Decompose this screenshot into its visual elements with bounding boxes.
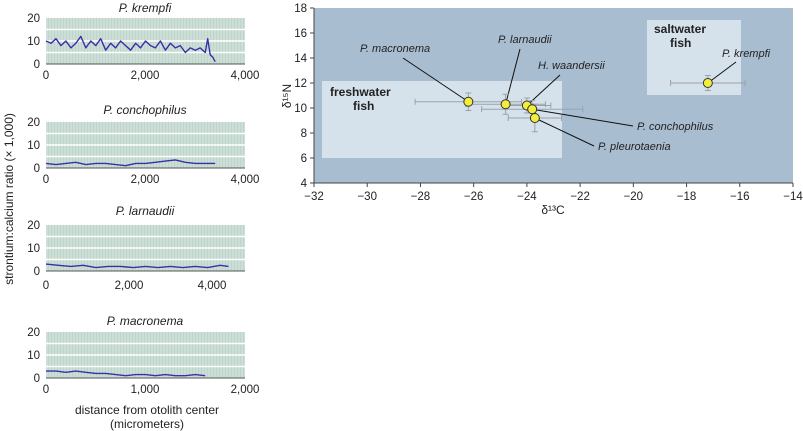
x-tick-label: 2,000 xyxy=(131,70,160,82)
series-line xyxy=(45,263,229,269)
y-tick-label: 10 xyxy=(27,140,40,152)
series-line-path xyxy=(45,159,216,167)
y-tick-label: 10 xyxy=(27,243,40,255)
point-label: H. waandersii xyxy=(538,60,605,72)
panel-title: P. conchophilus xyxy=(103,103,186,117)
y-tick-label: 4 xyxy=(301,178,308,190)
x-tick-label: 1,000 xyxy=(131,384,160,396)
y-tick-label: 8 xyxy=(301,128,307,140)
series-line xyxy=(46,370,206,377)
point-label: P. conchophilus xyxy=(637,121,714,133)
region-freshwater xyxy=(322,81,562,158)
x-tick-label: −32 xyxy=(304,191,324,203)
series-line xyxy=(45,35,216,63)
y-tick-label: 10 xyxy=(27,350,40,362)
series-line-path xyxy=(45,35,216,63)
x-tick-label: 0 xyxy=(43,174,49,186)
y-axis-label: δ¹⁵N xyxy=(280,84,294,108)
data-point xyxy=(500,99,511,110)
x-tick-label: −24 xyxy=(517,191,537,203)
x-tick-label: −30 xyxy=(357,191,377,203)
x-tick-label: 0 xyxy=(43,70,49,82)
x-ticks: −32 −30 −28 −26 −24 −22 −20 −18 −16 −14 xyxy=(304,183,803,203)
x-tick-label: −16 xyxy=(730,191,750,203)
y-tick-label: 0 xyxy=(34,373,40,385)
y-ticks: 4 6 8 10 12 14 16 18 xyxy=(294,3,314,190)
shared-x-axis-label-line1: distance from otolith center xyxy=(75,403,219,417)
data-point xyxy=(529,113,540,123)
leader-line xyxy=(505,48,521,105)
data-points xyxy=(414,75,746,133)
data-point xyxy=(463,96,474,107)
point-label: P. pleurotaenia xyxy=(598,141,671,153)
panel-title: P. krempfi xyxy=(119,1,172,15)
y-tick-label: 10 xyxy=(294,103,307,115)
x-tick-label: −26 xyxy=(464,191,484,203)
y-tick-label: 20 xyxy=(27,220,40,232)
y-tick-label: 10 xyxy=(27,36,40,48)
panel-title: P. macronema xyxy=(107,314,184,328)
leader-line xyxy=(402,57,469,103)
data-point xyxy=(702,78,713,88)
shared-y-axis-label: strontium:calcium ratio (× 1,000) xyxy=(2,113,16,285)
leader-line xyxy=(532,108,634,127)
gridlines xyxy=(46,342,245,368)
x-tick-label: 2,000 xyxy=(115,280,144,292)
region-label-freshwater: freshwater xyxy=(330,85,391,99)
line-chart-macronema: P. macronema 0 10 20 0 1,000 2,000 xyxy=(27,314,259,396)
line-chart-larnaudii: P. larnaudii 0 10 20 0 2,000 4,000 xyxy=(27,204,245,292)
leader-line xyxy=(534,117,595,147)
y-tick-label: 20 xyxy=(27,327,40,339)
x-tick-label: 4,000 xyxy=(231,174,260,186)
shared-x-axis-label-line2: (micrometers) xyxy=(110,417,184,431)
x-tick-label: 2,000 xyxy=(231,384,260,396)
y-tick-label: 14 xyxy=(294,53,307,65)
x-tick-label: 2,000 xyxy=(131,174,160,186)
x-axis-label: δ¹³C xyxy=(541,203,565,217)
region-label-freshwater-2: fish xyxy=(353,99,374,113)
x-tick-label: 0 xyxy=(43,384,49,396)
region-label-saltwater-2: fish xyxy=(670,36,691,50)
point-label: P. macronema xyxy=(360,43,430,55)
y-tick-label: 0 xyxy=(34,163,40,175)
x-tick-label: −22 xyxy=(570,191,590,203)
y-tick-label: 0 xyxy=(34,59,40,71)
y-tick-label: 6 xyxy=(301,153,307,165)
point-label: P. larnaudii xyxy=(498,34,552,46)
x-tick-label: 4,000 xyxy=(198,280,227,292)
gridlines xyxy=(46,235,245,261)
line-chart-krempfi: P. krempfi 0 10 20 0 2,000 4,000 xyxy=(27,1,259,82)
gridlines xyxy=(46,132,245,158)
region-label-saltwater: saltwater xyxy=(654,22,706,36)
x-tick-label: −28 xyxy=(411,191,431,203)
isotope-scatter-chart: freshwater fish saltwater fish −32 −30 −28… xyxy=(280,3,803,217)
y-tick-label: 12 xyxy=(294,78,307,90)
x-tick-label: −14 xyxy=(783,191,803,203)
y-tick-label: 16 xyxy=(294,28,307,40)
series-line-path xyxy=(46,370,206,377)
series-line-path xyxy=(45,263,229,269)
point-labels: P. krempfi P. macronema P. larnaudii H. waa… xyxy=(360,34,771,153)
x-tick-label: 0 xyxy=(43,280,49,292)
point-label: P. krempfi xyxy=(722,48,771,60)
panel-title: P. larnaudii xyxy=(116,204,175,218)
series-line xyxy=(45,159,216,167)
y-tick-label: 18 xyxy=(294,3,307,15)
x-tick-label: 4,000 xyxy=(231,70,260,82)
x-tick-label: −20 xyxy=(624,191,644,203)
leader-line xyxy=(707,61,737,84)
y-tick-label: 20 xyxy=(27,117,40,129)
data-point xyxy=(527,104,538,115)
y-tick-label: 20 xyxy=(27,13,40,25)
x-tick-label: −18 xyxy=(677,191,697,203)
y-tick-label: 0 xyxy=(34,266,40,278)
line-chart-conchophilus: P. conchophilus 0 10 20 0 2,000 4,000 xyxy=(27,103,259,186)
